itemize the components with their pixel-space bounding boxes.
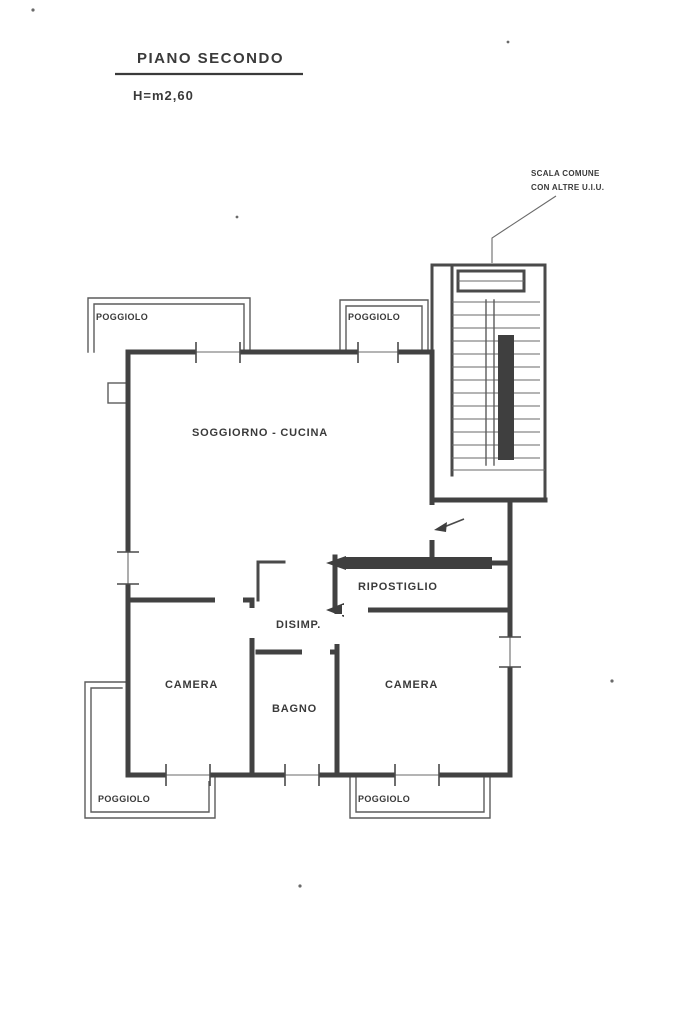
interior-walls	[125, 554, 513, 778]
entry-arrow-icon	[434, 518, 465, 532]
balcony-top-left	[87, 297, 251, 404]
storage-arrowhead-bottom	[326, 603, 344, 617]
staircase	[430, 263, 547, 504]
stair-note-line1: SCALA COMUNE	[531, 169, 600, 178]
stair-section-bar	[498, 335, 514, 460]
window-bottom-3	[394, 764, 440, 786]
room-label-living-kitchen: SOGGIORNO - CUCINA	[192, 427, 328, 439]
storage-wall-bars	[326, 556, 492, 617]
stair-note-line2: CON ALTRE U.I.U.	[531, 183, 604, 192]
balcony-label-top-middle: POGGIOLO	[348, 312, 400, 322]
stair-treads	[452, 301, 540, 459]
window-right	[499, 636, 521, 668]
hallway-wall-stub	[256, 560, 286, 602]
room-label-hallway: DISIMP.	[276, 619, 321, 631]
balcony-bottom-left	[84, 681, 216, 819]
stair-divider	[485, 299, 495, 466]
stair-note-leader-line	[491, 195, 557, 263]
ceiling-height-label: H=m2,60	[133, 88, 194, 103]
window-bottom-2	[284, 764, 320, 786]
balcony-label-top-left: POGGIOLO	[96, 312, 148, 322]
balcony-label-bottom-left: POGGIOLO	[98, 794, 150, 804]
plan-title: PIANO SECONDO	[137, 50, 284, 67]
door-openings	[215, 505, 437, 657]
room-label-storage: RIPOSTIGLIO	[358, 581, 438, 593]
balcony-top-middle	[339, 299, 429, 353]
balcony-label-bottom-middle: POGGIOLO	[358, 794, 410, 804]
storage-arrowhead-top	[326, 556, 346, 570]
room-label-bathroom: BAGNO	[272, 703, 317, 715]
balcony-bottom-middle	[349, 774, 491, 819]
room-label-bedroom-right: CAMERA	[385, 679, 438, 691]
scan-artifact-dots	[31, 8, 614, 888]
window-left	[117, 551, 139, 585]
room-label-bedroom-left: CAMERA	[165, 679, 218, 691]
window-top-1	[195, 342, 241, 363]
window-top-2	[357, 342, 399, 363]
left-wall-protrusion	[107, 382, 129, 404]
window-bottom-1	[165, 764, 211, 786]
